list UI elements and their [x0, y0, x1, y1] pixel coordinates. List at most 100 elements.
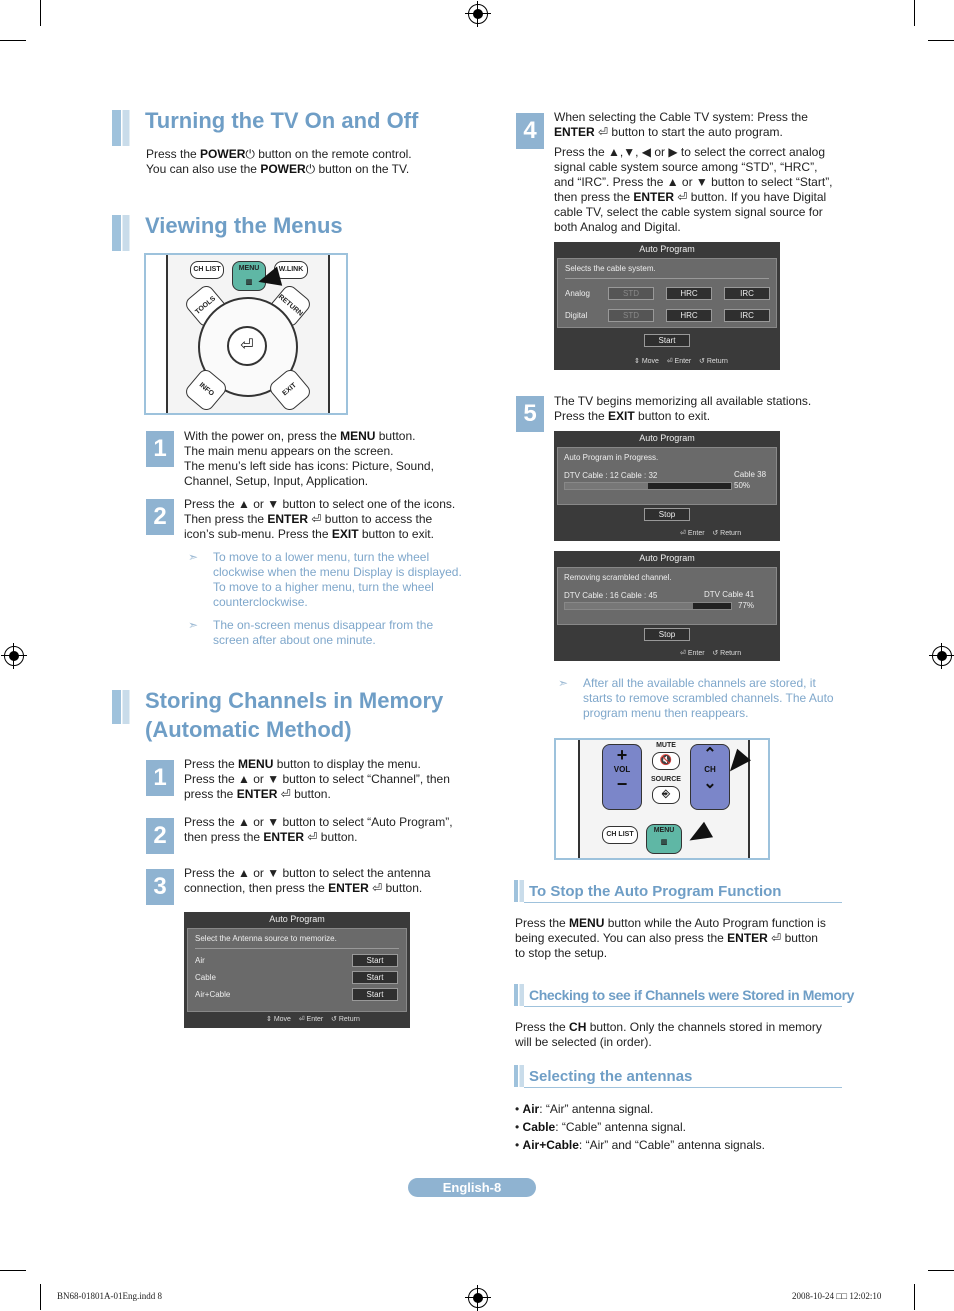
crop-mark [0, 1270, 26, 1271]
enter-icon: ⏎ [311, 512, 322, 526]
osd-footer: ⏎ Enter ↺ Return [680, 530, 742, 537]
progress-percent: 77% [738, 601, 755, 610]
source-icon: ⎆ [652, 786, 680, 804]
osd-counts: DTV Cable : 16 Cable : 45 [564, 591, 658, 600]
osd-footer: ⏎ Enter ↺ Return [680, 650, 742, 657]
registration-mark-icon [929, 643, 954, 669]
antenna-list: • Air: “Air” antenna signal. • Cable: “C… [515, 1100, 845, 1154]
menu-button: MENU▥ [232, 261, 266, 291]
osd-hrc-button[interactable]: HRC [666, 309, 712, 322]
osd-progress-1: Auto Program Auto Program in Progress. D… [554, 431, 780, 541]
crop-mark [914, 0, 915, 26]
turning-text: Press the POWER⏻ button on the remote co… [146, 147, 412, 176]
step-number: 2 [146, 499, 174, 535]
heading-bar [112, 110, 134, 146]
osd-hrc-button[interactable]: HRC [666, 287, 712, 300]
enter-button: ⏎ [227, 326, 267, 366]
step-number: 4 [516, 113, 544, 149]
step5-text: The TV begins memorizing all available s… [554, 394, 812, 423]
subheading-bar [514, 880, 524, 902]
osd-stop-button[interactable]: Stop [644, 508, 690, 521]
crop-mark [0, 40, 26, 41]
storing-step1-text: Press the MENU button to display the men… [184, 757, 450, 801]
channel-rocker: ⌃ CH ⌄ [690, 744, 730, 810]
step-number: 1 [146, 431, 174, 467]
enter-icon: ⏎ [771, 931, 782, 945]
crop-mark [928, 40, 954, 41]
note-timeout: ➣ The on-screen menus disappear from the… [188, 618, 434, 647]
osd-analog-label: Analog [565, 289, 590, 298]
remote-illustration-menu: CH LIST MENU▥ W.LINK TOOLS RETURN ⏎ INFO… [144, 253, 348, 415]
progress-bar [564, 602, 732, 610]
osd-title: Auto Program [269, 914, 325, 924]
power-icon: ⏻ [245, 147, 255, 161]
osd-std-button[interactable]: STD [608, 309, 654, 322]
storing-step3-text: Press the ▲ or ▼ button to select the an… [184, 866, 431, 895]
osd-irc-button[interactable]: IRC [724, 309, 770, 322]
osd-start-button[interactable]: Start [352, 988, 398, 1001]
checking-text: Press the CH button. Only the channels s… [515, 1020, 822, 1049]
heading-turning: Turning the TV On and Off [145, 108, 419, 133]
subheading-rule [524, 1006, 842, 1007]
osd-row-label: Cable [195, 973, 216, 982]
osd-stop-button[interactable]: Stop [644, 628, 690, 641]
crop-mark [928, 1270, 954, 1271]
progress-bar [564, 482, 732, 490]
osd-current-channel: Cable 38 [734, 470, 767, 479]
crop-mark [40, 0, 41, 26]
step-number: 1 [146, 760, 174, 796]
osd-start-button[interactable]: Start [644, 334, 690, 347]
step-number: 3 [146, 869, 174, 905]
enter-icon: ⏎ [598, 125, 609, 139]
step-number: 5 [516, 396, 544, 432]
osd-irc-button[interactable]: IRC [724, 287, 770, 300]
source-label: SOURCE [651, 776, 681, 783]
wlink-button: W.LINK [274, 261, 308, 279]
ch-list-button: CH LIST [602, 826, 638, 844]
osd-row-label: Air [195, 956, 205, 965]
registration-mark-icon [465, 1285, 491, 1311]
osd-start-button[interactable]: Start [352, 954, 398, 967]
mute-icon: 🔇 [652, 752, 680, 770]
osd-status: Removing scrambled channel. [564, 573, 672, 582]
registration-mark-icon [1, 643, 27, 669]
osd-prompt: Select the Antenna source to memorize. [195, 934, 337, 943]
heading-stop: To Stop the Auto Program Function [529, 883, 782, 900]
osd-start-button[interactable]: Start [352, 971, 398, 984]
osd-prompt: Selects the cable system. [565, 264, 656, 273]
list-item: • Air+Cable: “Air” and “Cable” antenna s… [515, 1138, 765, 1152]
subheading-rule [524, 1087, 842, 1088]
power-icon: ⏻ [305, 162, 316, 176]
crop-mark [40, 1284, 41, 1310]
menu-button: MENU▥ [646, 824, 682, 854]
osd-panel: Select the Antenna source to memorize. A… [187, 928, 407, 1012]
enter-icon: ⏎ [372, 881, 383, 895]
osd-title: Auto Program [639, 433, 695, 443]
note-wheel: ➣ To move to a lower menu, turn the whee… [188, 550, 462, 609]
osd-std-button[interactable]: STD [608, 287, 654, 300]
page-number: English-8 [408, 1178, 536, 1197]
crop-mark [914, 1284, 915, 1310]
heading-bar [112, 690, 134, 724]
note-arrow-icon: ➣ [188, 550, 199, 564]
osd-title: Auto Program [639, 244, 695, 254]
storing-step2-text: Press the ▲ or ▼ button to select “Auto … [184, 815, 453, 844]
slug-timestamp: 2008-10-24 □□ 12:02:10 [792, 1291, 882, 1301]
enter-icon: ⏎ [280, 787, 291, 801]
registration-mark-icon [465, 1, 491, 27]
subheading-bar [514, 984, 524, 1006]
subheading-bar [514, 1065, 524, 1087]
osd-panel: Auto Program in Progress. DTV Cable : 12… [557, 447, 777, 505]
progress-percent: 50% [734, 481, 751, 490]
note-scrambled: ➣ After all the available channels are s… [558, 676, 834, 720]
viewing-step1-text: With the power on, press the MENU button… [184, 429, 434, 488]
osd-row-label: Air+Cable [195, 990, 231, 999]
mute-label: MUTE [656, 742, 676, 749]
heading-antennas: Selecting the antennas [529, 1068, 693, 1085]
osd-title: Auto Program [639, 553, 695, 563]
osd-progress-2: Auto Program Removing scrambled channel.… [554, 551, 780, 661]
osd-footer: ⇕ Move ⏎ Enter ↺ Return [266, 1016, 360, 1023]
enter-icon: ⏎ [677, 190, 688, 204]
osd-panel: Removing scrambled channel. DTV Cable : … [557, 567, 777, 625]
subheading-rule [524, 902, 842, 903]
